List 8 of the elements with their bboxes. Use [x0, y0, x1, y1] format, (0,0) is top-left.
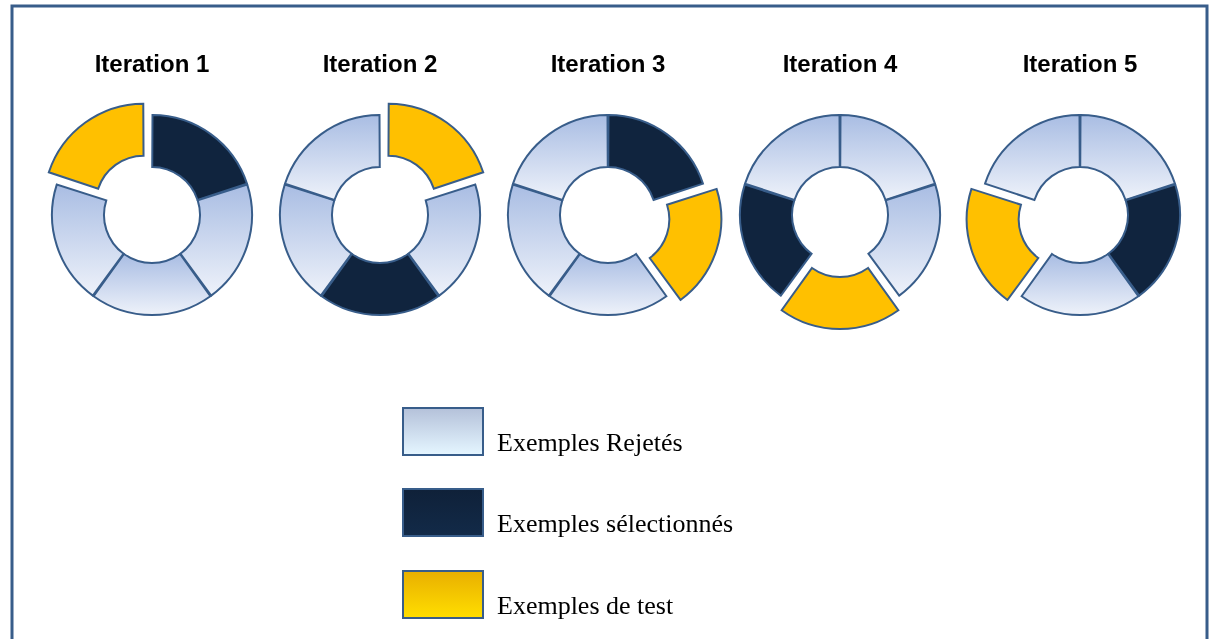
iteration-title: Iteration 2	[321, 50, 439, 78]
iteration-title: Iteration 1	[93, 50, 211, 78]
legend-label: Exemples de test	[497, 591, 674, 621]
iteration-title: Iteration 4	[781, 50, 899, 78]
iteration-title: Iteration 3	[549, 50, 667, 78]
legend-label: Exemples sélectionnés	[497, 509, 734, 539]
iteration-title: Iteration 5	[1021, 50, 1139, 78]
legend-label: Exemples Rejetés	[497, 428, 683, 458]
